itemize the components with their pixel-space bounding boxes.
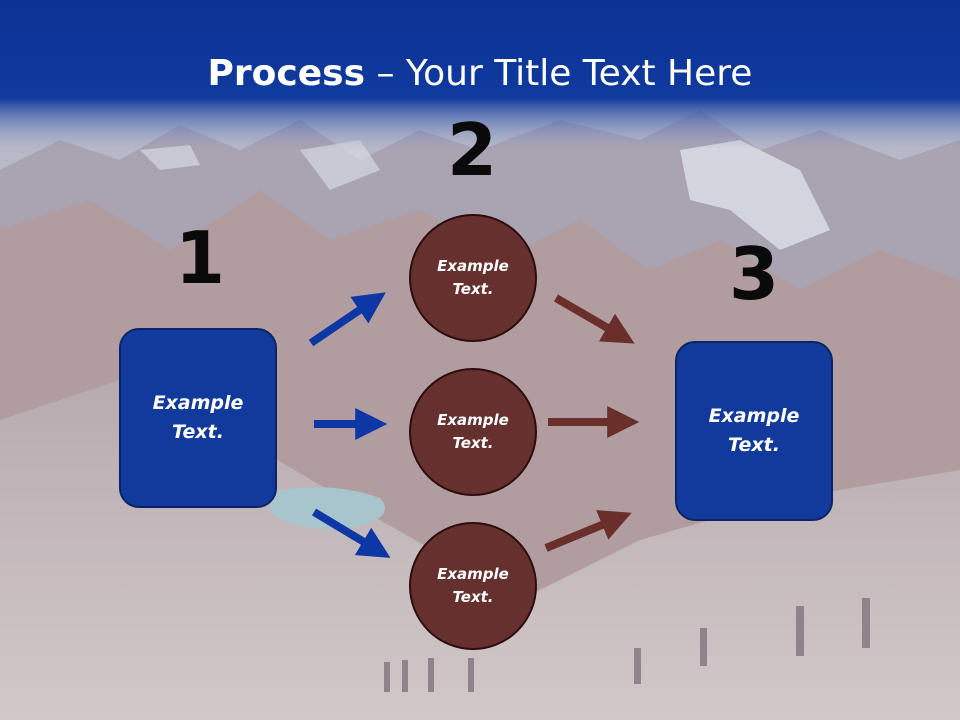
step-number-3: 3 <box>728 232 780 316</box>
step-box-1-text: Example Text. <box>152 392 244 443</box>
title-bold: Process <box>207 53 366 94</box>
arrow-blue-down <box>311 508 391 558</box>
step-box-1: Example Text. <box>119 328 277 508</box>
circle-bottom: Example Text. <box>409 522 537 650</box>
circle-middle: Example Text. <box>409 368 537 496</box>
arrow-red-up <box>544 510 632 552</box>
step-box-3-text: Example Text. <box>708 405 800 456</box>
circle-top-text: Example Text. <box>437 257 509 298</box>
circle-bottom-text: Example Text. <box>437 565 509 606</box>
title-rest: – Your Title Text Here <box>365 53 753 94</box>
page-title: Process – Your Title Text Here <box>0 52 960 96</box>
arrow-red-down <box>553 294 635 344</box>
step-box-3: Example Text. <box>675 341 833 521</box>
circle-middle-text: Example Text. <box>437 411 509 452</box>
arrow-blue-up <box>308 292 386 347</box>
circle-top: Example Text. <box>409 214 537 342</box>
step-number-2: 2 <box>446 108 498 192</box>
step-number-1: 1 <box>174 216 226 300</box>
